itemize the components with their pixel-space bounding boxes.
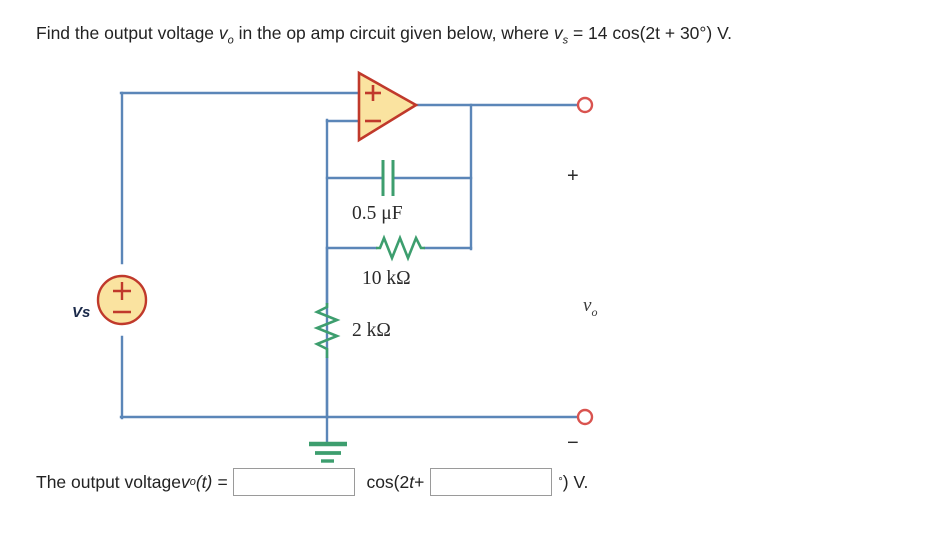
question-vs-var: v [553, 23, 563, 43]
resistor-2k-label: 2 kΩ [352, 320, 391, 341]
source-plus-icon [113, 282, 131, 300]
output-terminal-negative [576, 408, 594, 426]
answer-degree-sign: ° [558, 476, 563, 488]
answer-plus: + [414, 471, 425, 492]
resistor-2k-symbol [313, 303, 341, 358]
resistor-10k-symbol [376, 234, 425, 262]
capacitor-label: 0.5 μF [352, 203, 403, 224]
answer-suffix: ) V. [562, 471, 589, 492]
amplitude-input[interactable] [233, 468, 356, 496]
opamp-plus-icon [365, 85, 381, 101]
circuit-diagram: 0.5 μF 10 kΩ 2 kΩ Vs vo + − [0, 55, 700, 465]
source-label: Vs [72, 304, 91, 321]
wire-group [119, 91, 588, 445]
answer-of-t: (t) = [195, 471, 228, 492]
question-vo-var: v [218, 23, 228, 43]
output-voltage-sub: o [591, 304, 598, 319]
question-vo-sub: o [227, 34, 234, 47]
output-voltage-var: v [583, 295, 592, 316]
question-middle: in the op amp circuit given below, where [233, 23, 554, 43]
terminal-plus-sign: + [567, 165, 579, 187]
terminal-minus-sign: − [567, 432, 579, 454]
answer-time-var: t [409, 471, 415, 492]
answer-vo-var: v [180, 471, 190, 492]
question-prefix: Find the output voltage [36, 23, 219, 43]
answer-prefix: The output voltage [36, 471, 181, 492]
ground-icon [309, 441, 347, 463]
capacitor-symbol [381, 160, 395, 196]
question-text: Find the output voltage vo in the op amp… [36, 22, 732, 52]
question-vs-sub: s [562, 34, 569, 47]
question-equation: = 14 cos(2t + 30°) V. [568, 23, 733, 43]
output-terminal-positive [576, 96, 594, 114]
phase-input[interactable] [430, 468, 553, 496]
circuit-svg [96, 70, 594, 463]
answer-vo-sub: o [189, 476, 196, 488]
opamp-triangle [357, 70, 419, 143]
answer-cos-text: cos(2 [366, 471, 410, 492]
output-voltage-label: vo [583, 295, 597, 320]
resistor-10k-label: 10 kΩ [362, 268, 411, 289]
